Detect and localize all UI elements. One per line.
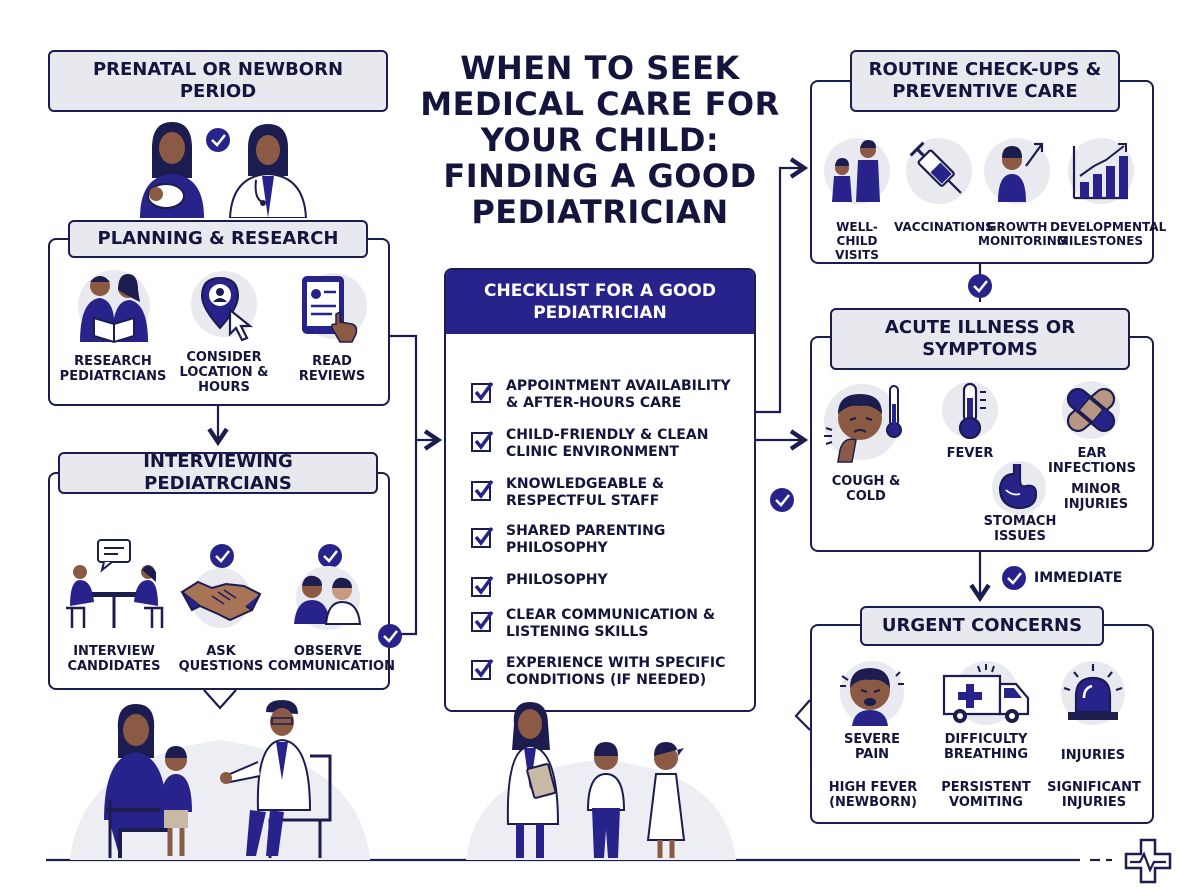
planning-item-label: CONSIDER LOCATION & HOURS [179,350,269,395]
interview-table-icon [66,539,164,628]
two-people-icon [294,544,362,630]
prenatal-header: PRENATAL OR NEWBORN PERIOD [48,50,388,112]
urgent-header: URGENT CONCERNS [860,606,1104,646]
checklist-item: CLEAR COMMUNICATION & LISTENING SKILLS [470,607,740,641]
urgent-item-label: SEVERE PAIN [843,732,901,762]
routine-item-label: VACCINATIONS [894,220,994,234]
checkbox-checked-icon [471,430,494,452]
urgent-item-label: INJURIES [1060,748,1126,763]
interviewing-header: INTERVIEWING PEDIATRCIANS [58,451,378,494]
routine-header: ROUTINE CHECK-UPS & PREVENTIVE CARE [850,50,1120,112]
checklist-item-label: KNOWLEDGEABLE & RESPECTFUL STAFF [506,476,665,509]
medical-cross-logo-icon [1124,838,1172,884]
page-title: WHEN TO SEEK MEDICAL CARE FOR YOUR CHILD… [420,49,780,231]
urgent-item-label: SIGNIFICANT INJURIES [1047,780,1141,810]
handshake-icon [180,544,262,628]
checklist-item-label: APPOINTMENT AVAILABILITY & AFTER-HOURS C… [506,378,731,411]
bar-chart-icon [1068,138,1134,204]
checklist-item: APPOINTMENT AVAILABILITY & AFTER-HOURS C… [470,378,740,412]
planning-item-label: READ REVIEWS [298,354,366,384]
family-visit-icon [70,700,370,860]
check-circle-icon [770,488,794,512]
checklist-header: CHECKLIST FOR A GOOD PEDIATRICIAN [446,270,754,334]
checklist-item-label: SHARED PARENTING PHILOSOPHY [506,523,666,556]
location-pin-icon [191,271,257,342]
thermometer-icon [942,382,998,440]
acute-item-label: MINOR INJURIES [1063,482,1129,512]
checklist-item: KNOWLEDGEABLE & RESPECTFUL STAFF [470,476,740,510]
checklist-section [444,268,756,712]
routine-item-label: DEVELOPMENTAL MILESTONES [1050,220,1167,248]
checklist-item-label: EXPERIENCE WITH SPECIFIC CONDITIONS (IF … [506,655,726,688]
tablet-reviews-icon [301,273,367,343]
family-reading-icon [78,270,150,344]
acute-item-label: COUGH & COLD [831,474,901,504]
checkbox-checked-icon [471,610,494,632]
coughing-child-icon [824,384,902,463]
urgent-item-label: DIFFICULTY BREATHING [944,732,1028,762]
check-circle-icon [968,274,992,298]
doctor-with-children-icon [466,702,736,860]
checklist-item: PHILOSOPHY [470,572,740,598]
bandage-icon [1062,381,1120,439]
routine-item-label: WELL-CHILD VISITS [835,220,879,262]
acute-item-label: EAR INFECTIONS [1047,446,1137,476]
interviewing-item-label: OBSERVE COMMUNICATION [268,644,395,674]
stomach-icon [992,461,1046,515]
checklist-item: CHILD-FRIENDLY & CLEAN CLINIC ENVIRONMEN… [470,427,740,461]
checklist-item: EXPERIENCE WITH SPECIFIC CONDITIONS (IF … [470,655,740,689]
routine-item-label: GROWTH MONITORING [978,220,1067,248]
checklist-item-label: CHILD-FRIENDLY & CLEAN CLINIC ENVIRONMEN… [506,427,709,460]
checkbox-checked-icon [471,575,494,597]
mother-and-doctor-icon [140,122,308,218]
checklist-item: SHARED PARENTING PHILOSOPHY [470,523,740,557]
checklist-item-label: CLEAR COMMUNICATION & LISTENING SKILLS [506,607,716,640]
checkbox-checked-icon [471,479,494,501]
urgent-item-label: HIGH FEVER (NEWBORN) [828,780,918,810]
ambulance-icon [942,661,1030,725]
interviewing-item-label: INTERVIEW CANDIDATES [67,644,161,674]
checkbox-checked-icon [471,526,494,548]
acute-header: ACUTE ILLNESS OR SYMPTOMS [830,308,1130,370]
acute-item-label: FEVER [946,446,994,461]
crying-child-icon [840,661,904,726]
checkbox-checked-icon [471,381,494,403]
interviewing-item-label: ASK QUESTIONS [178,644,264,674]
planning-header: PLANNING & RESEARCH [68,220,368,258]
check-circle-icon [1002,566,1026,590]
siren-icon [1061,661,1125,725]
planning-item-label: RESEARCH PEDIATRCIANS [59,354,167,384]
checklist-item-label: PHILOSOPHY [506,572,608,588]
syringe-icon [906,138,972,204]
urgent-item-label: PERSISTENT VOMITING [941,780,1031,810]
acute-item-label: STOMACH ISSUES [983,514,1057,544]
growing-child-icon [984,138,1050,204]
parent-child-icon [824,138,890,204]
checkbox-checked-icon [471,658,494,680]
immediate-label: IMMEDIATE [1034,570,1123,586]
check-circle-icon [378,624,402,648]
